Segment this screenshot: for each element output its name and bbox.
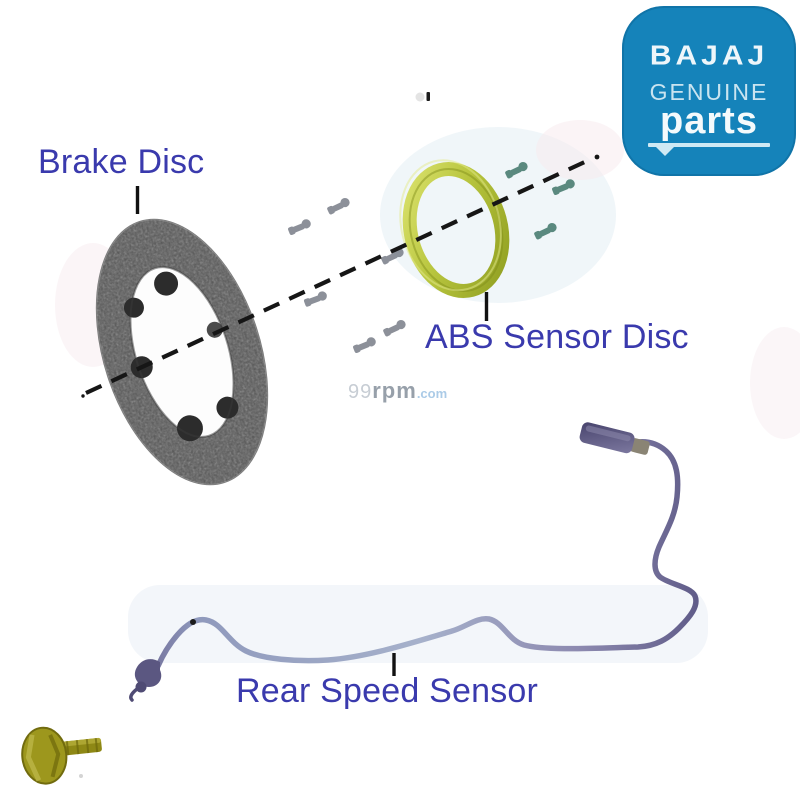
logo-brand-text: BAJAJ <box>649 40 769 71</box>
down-arrow-icon <box>656 147 674 156</box>
logo-underline <box>648 143 770 156</box>
watermark-tld: .com <box>416 386 448 401</box>
brake-disc-label: Brake Disc <box>38 143 205 181</box>
dust-speck <box>79 774 83 778</box>
watermark-name: rpm <box>372 378 417 403</box>
hub-bolt <box>21 726 102 785</box>
dashed-axis-line <box>81 154 600 398</box>
logo-parts-text: parts <box>660 100 758 142</box>
brake-disc-part <box>95 218 269 486</box>
rear-speed-sensor-cable <box>129 422 699 702</box>
cable-connector <box>579 422 650 455</box>
watermark-number: 99 <box>348 381 373 403</box>
cable-clip-dot <box>190 619 196 625</box>
logo-genuine-text: GENUINE <box>649 79 769 105</box>
abs-sensor-disc-label: ABS Sensor Disc <box>425 318 689 356</box>
sensor-head <box>129 659 162 702</box>
bajaj-genuine-parts-logo: BAJAJ GENUINE parts <box>622 6 796 176</box>
rear-speed-sensor-label: Rear Speed Sensor <box>236 672 539 710</box>
abs-sensor-disc-part <box>399 159 510 299</box>
stray-mark <box>415 92 430 102</box>
